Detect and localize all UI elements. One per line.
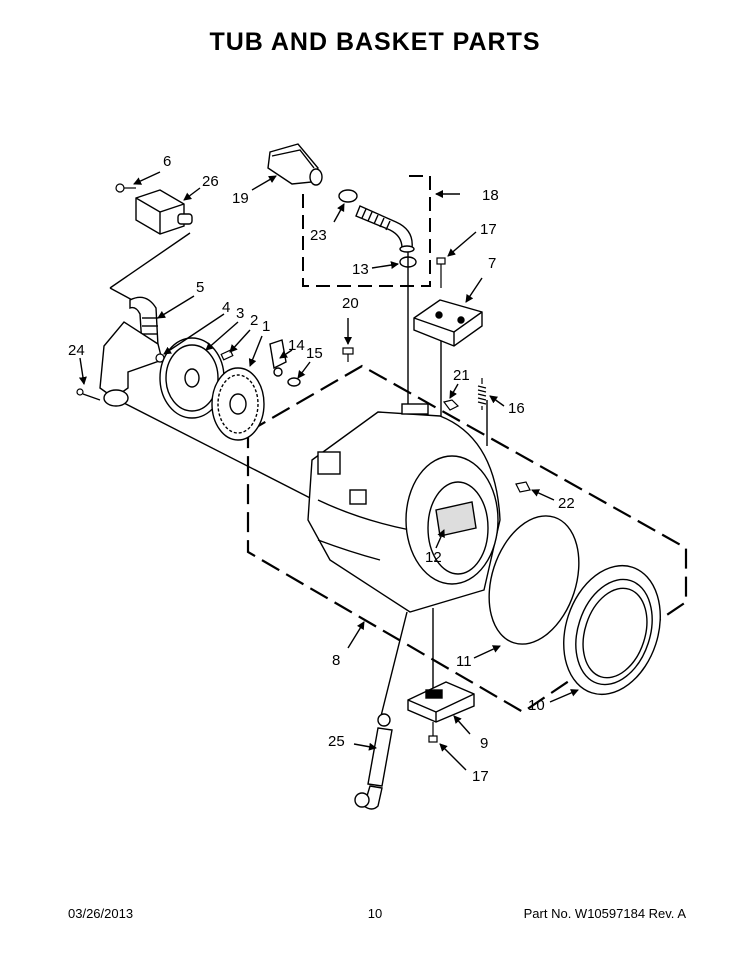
callout-20: 20: [342, 295, 359, 312]
connection-lines: [109, 232, 488, 717]
callout-16: 16: [508, 400, 525, 417]
callout-24: 24: [68, 342, 85, 359]
part-22: [515, 481, 531, 493]
bolt-part-17-top: [436, 257, 446, 288]
callout-22: 22: [558, 495, 575, 512]
callout-19: 19: [232, 190, 249, 207]
callout-15: 15: [306, 345, 323, 362]
clamp-part-13: [399, 256, 417, 268]
callout-12: 12: [425, 549, 442, 566]
callout-6: 6: [163, 153, 171, 170]
seal-part-11: [488, 515, 580, 645]
callout-13: 13: [352, 261, 369, 278]
callout-3: 3: [236, 305, 244, 322]
hub-part-3: [159, 337, 225, 419]
part-19-nozzle: [267, 143, 323, 186]
footer-part-number: Part No. W10597184 Rev. A: [523, 906, 686, 921]
callout-26: 26: [202, 173, 219, 190]
connector-part-14: [269, 339, 287, 377]
part-21: [442, 399, 460, 411]
bolt-part-17-bottom: [428, 722, 438, 743]
damper-mount-part-7: [413, 299, 483, 347]
clamp-part-23: [338, 189, 358, 203]
leader-arrows: [78, 171, 579, 771]
callout-23: 23: [310, 227, 327, 244]
front-ring-part-10: [563, 564, 661, 696]
callout-11: 11: [456, 653, 472, 670]
callout-5: 5: [196, 279, 204, 296]
callout-labels: 6 26 19 18 23 13 17 7 5 4 3 2 1 20 14 15…: [68, 153, 575, 785]
callout-8: 8: [332, 652, 340, 669]
mount-part-9: [407, 681, 475, 723]
spring-part-16: [477, 378, 487, 410]
callout-9: 9: [480, 735, 488, 752]
callout-21: 21: [453, 367, 470, 384]
callout-17b: 17: [472, 768, 489, 785]
pulley-part-1: [211, 367, 265, 441]
clamp-part-15: [287, 377, 301, 387]
callout-25: 25: [328, 733, 345, 750]
footer-page-number: 10: [367, 906, 383, 921]
pump-housing: [99, 321, 163, 407]
callout-2: 2: [250, 312, 258, 329]
page-title: TUB AND BASKET PARTS: [209, 28, 541, 56]
screw-part-20: [342, 347, 354, 362]
shock-absorber-part-25: [354, 713, 393, 810]
callout-1: 1: [262, 318, 270, 335]
tub-assembly-outline: [246, 364, 688, 714]
hose-part-18: [355, 205, 415, 253]
callout-14: 14: [288, 337, 305, 354]
screw-part-24: [76, 388, 101, 401]
callout-10: 10: [528, 697, 545, 714]
outer-tub-part-8: [307, 403, 501, 613]
part-26-block: [135, 189, 193, 235]
screw-part-6: [115, 183, 136, 193]
callout-18: 18: [482, 187, 499, 204]
callout-7: 7: [488, 255, 496, 272]
hose-kit-outline: [302, 175, 431, 287]
callout-4: 4: [222, 299, 230, 316]
callout-17a: 17: [480, 221, 497, 238]
footer-date: 03/26/2013: [68, 906, 134, 921]
